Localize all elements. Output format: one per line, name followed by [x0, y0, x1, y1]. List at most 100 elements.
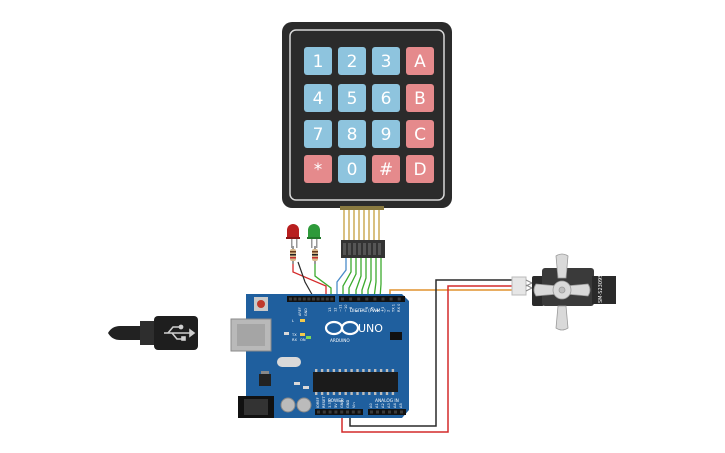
usb-cable — [108, 316, 198, 350]
analog-header-label: ANALOG IN — [375, 398, 399, 404]
pin-label: A5 — [399, 403, 403, 408]
wire-keypad-7 — [373, 258, 377, 299]
keypad-key-label: 1 — [313, 52, 324, 72]
digital-header-right — [339, 296, 405, 302]
keypad-key-face — [406, 120, 434, 148]
wire-green-led — [314, 262, 332, 298]
keypad-key-face — [304, 120, 332, 148]
pin-label: RESET — [322, 396, 326, 408]
wire-keypad-4 — [355, 258, 362, 298]
keypad-key: 1 — [304, 47, 332, 75]
keypad-key: 5 — [338, 84, 366, 112]
keypad-key-face — [338, 155, 366, 183]
keypad-key-label: 2 — [347, 52, 358, 72]
atmega-chip — [313, 369, 398, 395]
pin-label: 5V — [334, 403, 338, 408]
pin-label: A1 — [375, 403, 379, 408]
arduino-brand-label: ARDUINO — [330, 338, 350, 343]
keypad-key: B — [406, 84, 434, 112]
pin-label: 8 — [355, 309, 359, 312]
reset-button — [254, 297, 268, 311]
keypad-key-face — [372, 120, 400, 148]
pin-label: IOREF — [316, 397, 320, 408]
keypad-key: * — [304, 155, 332, 183]
keypad-key-face — [372, 47, 400, 75]
wire-red-led — [292, 262, 327, 298]
keypad-key-face — [304, 47, 332, 75]
pin-label: 4 — [376, 309, 380, 312]
pin-label: TX 1 — [392, 304, 396, 313]
pin-label: 2 — [386, 310, 390, 312]
pin-label: A2 — [381, 403, 385, 408]
power-header-label: POWER — [328, 398, 344, 404]
keypad-key-face — [406, 155, 434, 183]
digital-header-label: DIGITAL (PWM~) — [350, 308, 386, 314]
pin-label: GND — [340, 400, 344, 408]
keypad-key: 2 — [338, 47, 366, 75]
on-led-label: ON — [300, 338, 306, 342]
keypad-key-face — [372, 84, 400, 112]
wire-servo-ground — [349, 279, 514, 427]
pin-label: ~11 — [339, 304, 343, 312]
wire-keypad-6 — [367, 258, 372, 298]
capacitor-1 — [280, 397, 296, 413]
keypad-key-label: 4 — [313, 89, 324, 109]
capacitor-2 — [296, 397, 312, 413]
arduino-model-label: UNO — [358, 322, 383, 335]
keypad-key: 3 — [372, 47, 400, 75]
keypad-key-label: 9 — [381, 125, 392, 145]
keypad-key-face — [338, 47, 366, 75]
keypad-key-label: # — [379, 160, 393, 180]
pin-label: ~3 — [381, 307, 385, 312]
servo-model-label: SM-S2309S — [598, 275, 604, 303]
keypad-key-face — [338, 120, 366, 148]
pin-label: 13 — [328, 307, 332, 312]
pin-label: A4 — [393, 403, 397, 408]
pin-label: A0 — [369, 403, 373, 408]
servo-horn — [533, 253, 591, 331]
gnd-label-top: GND — [304, 308, 308, 316]
pin-label: A3 — [387, 403, 391, 408]
keypad-key: 8 — [338, 120, 366, 148]
pin-label: 12 — [333, 307, 337, 312]
keypad-key: 7 — [304, 120, 332, 148]
servo-connector — [511, 276, 527, 296]
keypad-key-face — [406, 84, 434, 112]
keypad-key: # — [372, 155, 400, 183]
resistor-green-led — [312, 246, 318, 264]
keypad-key-label: * — [314, 160, 323, 180]
arduino-logo — [324, 320, 360, 336]
keypad-key-label: 8 — [347, 125, 358, 145]
pin-label: ~9 — [349, 306, 353, 312]
keypad-key-face — [406, 47, 434, 75]
analog-header — [368, 409, 406, 415]
keypad-key-label: 5 — [347, 89, 358, 109]
keypad-pin-header — [341, 240, 385, 258]
keypad-signal-wires — [336, 258, 382, 299]
wire-servo-power — [341, 285, 514, 433]
wire-keypad-2 — [342, 258, 352, 298]
pin-label: ~10 — [344, 304, 348, 312]
keypad-key-label: D — [413, 160, 426, 180]
keypad-key-face — [304, 155, 332, 183]
pin-label: RX 0 — [397, 303, 401, 312]
power-barrel-jack — [238, 396, 274, 418]
servo-motor: SM-S2309S — [511, 253, 616, 331]
keypad-key-label: C — [414, 125, 426, 145]
pin-label: ~5 — [370, 307, 374, 312]
pin-label: ~6 — [365, 306, 369, 312]
keypad-key-label: A — [414, 52, 426, 72]
keypad-key: 0 — [338, 155, 366, 183]
arduino-uno-board: UNO ARDUINO DIGITAL (PWM~) AREF GND L TX… — [230, 294, 409, 418]
l-led-label: L — [292, 319, 294, 323]
keypad-key: C — [406, 120, 434, 148]
keypad-key: A — [406, 47, 434, 75]
keypad-key: 9 — [372, 120, 400, 148]
wire-keypad-3 — [348, 258, 357, 298]
pin-label: 3.3V — [328, 399, 332, 408]
resistor-red-led — [290, 246, 296, 264]
aref-label: AREF — [298, 307, 302, 316]
pin-label: 7 — [360, 310, 364, 312]
